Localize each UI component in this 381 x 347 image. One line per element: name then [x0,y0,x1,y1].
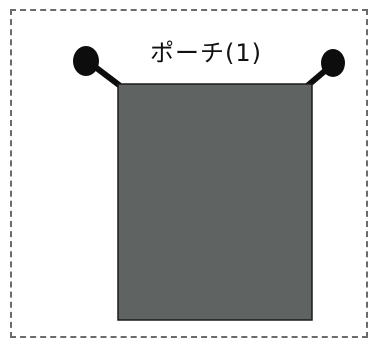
right-drawstring-knob [321,49,345,77]
left-drawstring-knob [73,46,99,76]
pouch-title: ポーチ(1) [150,39,262,67]
dashed-frame [10,9,368,338]
pouch-body [117,83,313,321]
